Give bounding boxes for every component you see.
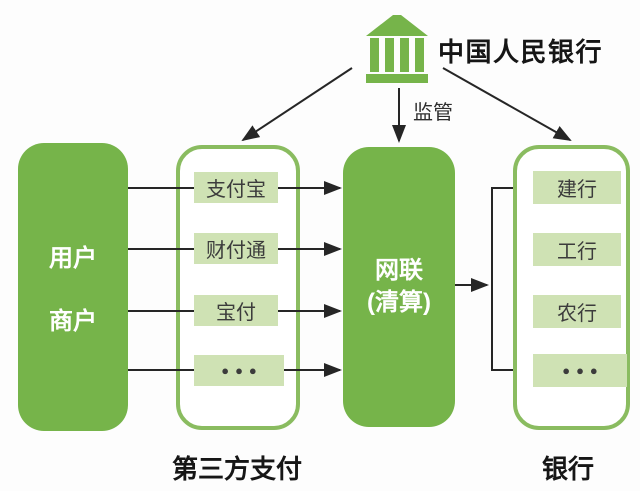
bank-item-abc: 农行	[533, 295, 621, 328]
users-merchants-box: 用户 商户	[18, 143, 128, 431]
users-label: 用户	[49, 245, 97, 272]
supervision-arrow-right	[442, 67, 572, 141]
merchants-label: 商户	[49, 308, 97, 335]
bank-building-icon	[366, 15, 428, 83]
third-party-item-alipay: 支付宝	[194, 172, 278, 203]
third-party-caption: 第三方支付	[171, 454, 302, 484]
banks-bracket	[491, 187, 513, 371]
netsunion-clearing-box: 网联 (清算)	[343, 147, 455, 427]
third-party-item-tenpay: 财付通	[194, 233, 278, 264]
third-party-item-baofu: 宝付	[194, 295, 278, 326]
third-party-item-others: ●●●	[194, 355, 284, 386]
netsunion-label: 网联	[375, 256, 423, 284]
clearing-label: (清算)	[367, 289, 431, 316]
supervision-arrow-left	[241, 67, 353, 142]
banks-caption: 银行	[541, 454, 594, 484]
supervision-label: 监管	[413, 102, 453, 124]
central-bank-title: 中国人民银行	[438, 37, 604, 67]
bank-item-ccb: 建行	[533, 171, 621, 204]
bank-item-icbc: 工行	[533, 233, 621, 266]
bank-item-others: ●●●	[533, 354, 627, 387]
